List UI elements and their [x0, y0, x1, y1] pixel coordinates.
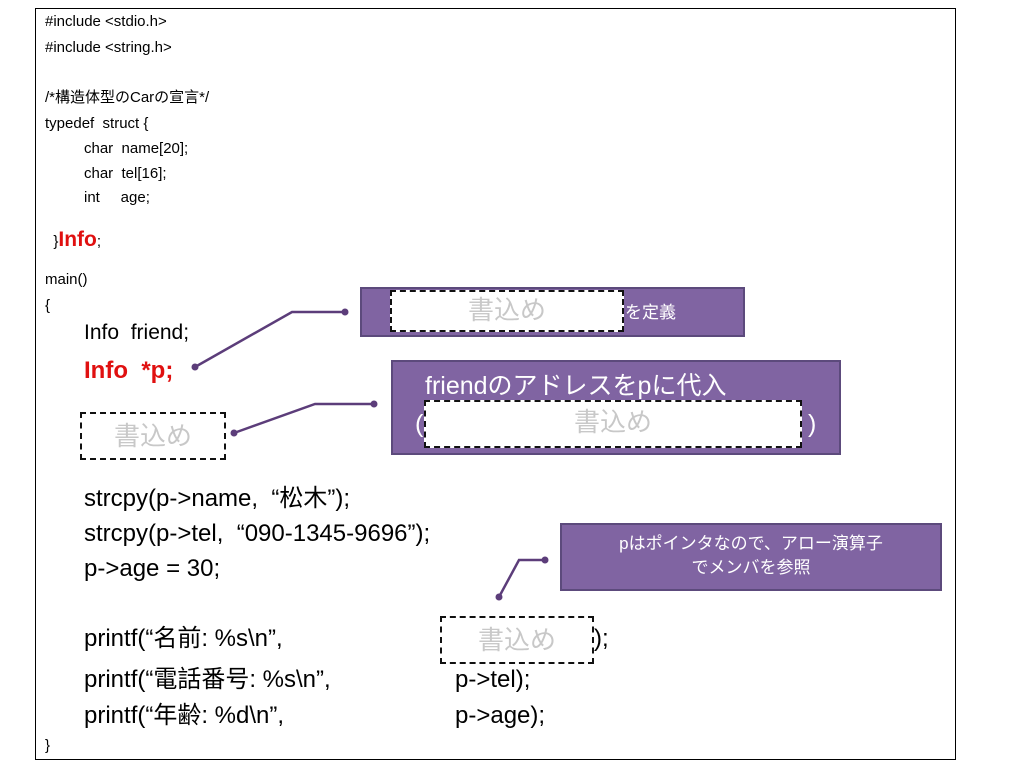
connector-dot-assign: [370, 400, 378, 408]
code-printf-name: printf(“名前: %s\n”,: [84, 625, 283, 652]
code-strcpy-tel: strcpy(p->tel, “090-1345-9696”);: [84, 520, 431, 547]
callout-paren-close: ): [808, 410, 817, 438]
struct-semicolon: ;: [96, 233, 102, 250]
code-printf-age: printf(“年齢: %d\n”,: [84, 702, 285, 729]
callout-assign-title: friendのアドレスをpに代入: [425, 372, 727, 400]
connector-dot-blank: [230, 429, 238, 437]
blank-assign-statement[interactable]: 書込め: [80, 412, 226, 460]
code-struct-close: }Info;: [45, 214, 101, 250]
connector-dot-printf: [495, 593, 503, 601]
code-main: main(): [45, 271, 88, 288]
code-field-name: char name[20];: [84, 140, 189, 157]
code-assign-age: p->age = 30;: [84, 555, 221, 582]
callout-define-suffix: を定義: [625, 303, 676, 322]
callout-arrow-note: pはポインタなので、アロー演算子 でメンバを参照: [560, 523, 942, 591]
code-decl-friend: Info friend;: [84, 321, 190, 344]
connector-dot-define: [341, 308, 349, 316]
callout-arrow-note-line1: pはポインタなので、アロー演算子: [619, 534, 883, 553]
connector-dot-pointer: [191, 363, 199, 371]
code-printf-name-end: );: [594, 625, 609, 652]
struct-type-name: Info: [58, 228, 97, 251]
connector-printf-to-note: [497, 558, 545, 598]
connector-pointer-to-define: [194, 310, 345, 369]
callout-arrow-note-line2: でメンバを参照: [691, 558, 811, 577]
callout-paren-open: (: [415, 410, 424, 438]
code-printf-age-arg: p->age);: [455, 702, 546, 729]
blank-printf-name-arg[interactable]: 書込め: [440, 616, 594, 664]
blank-assign-expression[interactable]: 書込め: [424, 400, 802, 448]
code-open-brace: {: [45, 297, 51, 314]
connector-dot-note: [541, 556, 549, 564]
code-comment: /*構造体型のCarの宣言*/: [45, 89, 210, 106]
blank-pointer-type[interactable]: 書込め: [390, 290, 624, 332]
code-decl-pointer: Info *p;: [84, 357, 174, 384]
code-strcpy-name: strcpy(p->name, “松木”);: [84, 485, 351, 512]
code-field-tel: char tel[16];: [84, 165, 167, 182]
code-printf-tel-arg: p->tel);: [455, 666, 531, 693]
close-brace: }: [53, 233, 59, 250]
connector-blank-to-assign: [233, 402, 374, 435]
code-printf-tel: printf(“電話番号: %s\n”,: [84, 666, 331, 693]
code-include-stdio: #include <stdio.h>: [45, 13, 167, 30]
code-include-string: #include <string.h>: [45, 39, 172, 56]
code-field-age: int age;: [84, 189, 150, 206]
code-frame: [35, 8, 956, 760]
code-end-brace: }: [45, 737, 51, 754]
code-typedef: typedef struct {: [45, 115, 149, 132]
